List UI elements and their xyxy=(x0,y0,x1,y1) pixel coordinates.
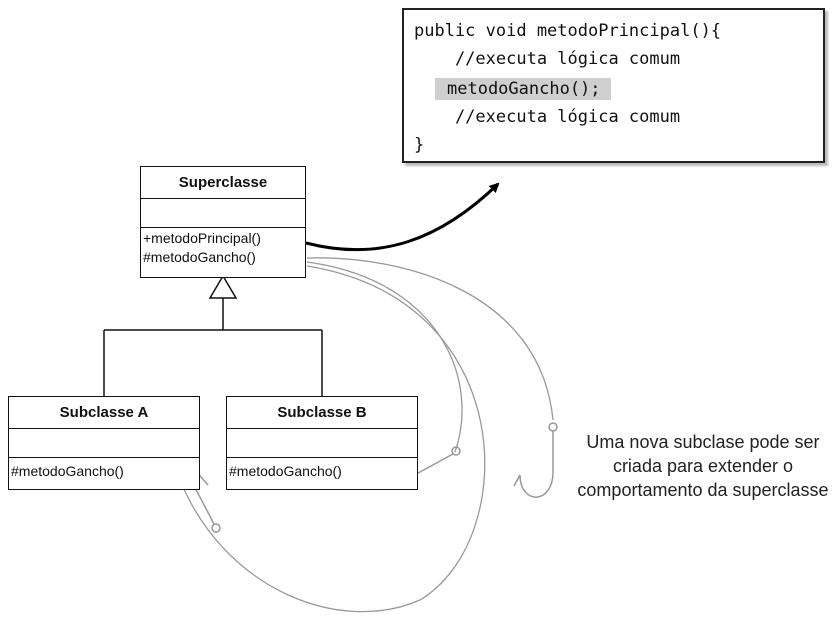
code-snippet-box: public void metodoPrincipal(){ //executa… xyxy=(402,8,825,163)
code-line: //executa lógica comum xyxy=(414,49,681,69)
class-attributes xyxy=(9,429,199,458)
class-operations: +metodoPrincipal() #metodoGancho() xyxy=(141,228,305,268)
superclass-box: Superclasse +metodoPrincipal() #metodoGa… xyxy=(140,166,306,278)
subclass-a-box: Subclasse A #metodoGancho() xyxy=(8,396,200,490)
hook-lines xyxy=(179,257,554,613)
operation: +metodoPrincipal() xyxy=(143,230,261,246)
inheritance-lines xyxy=(103,298,323,396)
operation: #metodoGancho() xyxy=(11,463,124,479)
hook-icon xyxy=(513,422,558,498)
code-line: public void metodoPrincipal(){ xyxy=(414,21,722,41)
operation: #metodoGancho() xyxy=(229,463,342,479)
class-operations: #metodoGancho() xyxy=(9,458,199,482)
class-attributes xyxy=(227,429,417,458)
inheritance-triangle xyxy=(208,274,238,299)
class-name: Subclasse A xyxy=(9,397,199,429)
call-arrow xyxy=(305,182,500,252)
code-line: } xyxy=(414,135,425,155)
code-line: //executa lógica comum xyxy=(414,107,681,127)
operation: #metodoGancho() xyxy=(143,249,256,265)
caption-text: Uma nova subclase pode ser criada para e… xyxy=(577,432,829,500)
class-name: Superclasse xyxy=(141,167,305,199)
class-attributes xyxy=(141,199,305,228)
class-name: Subclasse B xyxy=(227,397,417,429)
code-line-highlighted: metodoGancho(); xyxy=(435,78,611,100)
class-operations: #metodoGancho() xyxy=(227,458,417,482)
subclass-b-box: Subclasse B #metodoGancho() xyxy=(226,396,418,490)
